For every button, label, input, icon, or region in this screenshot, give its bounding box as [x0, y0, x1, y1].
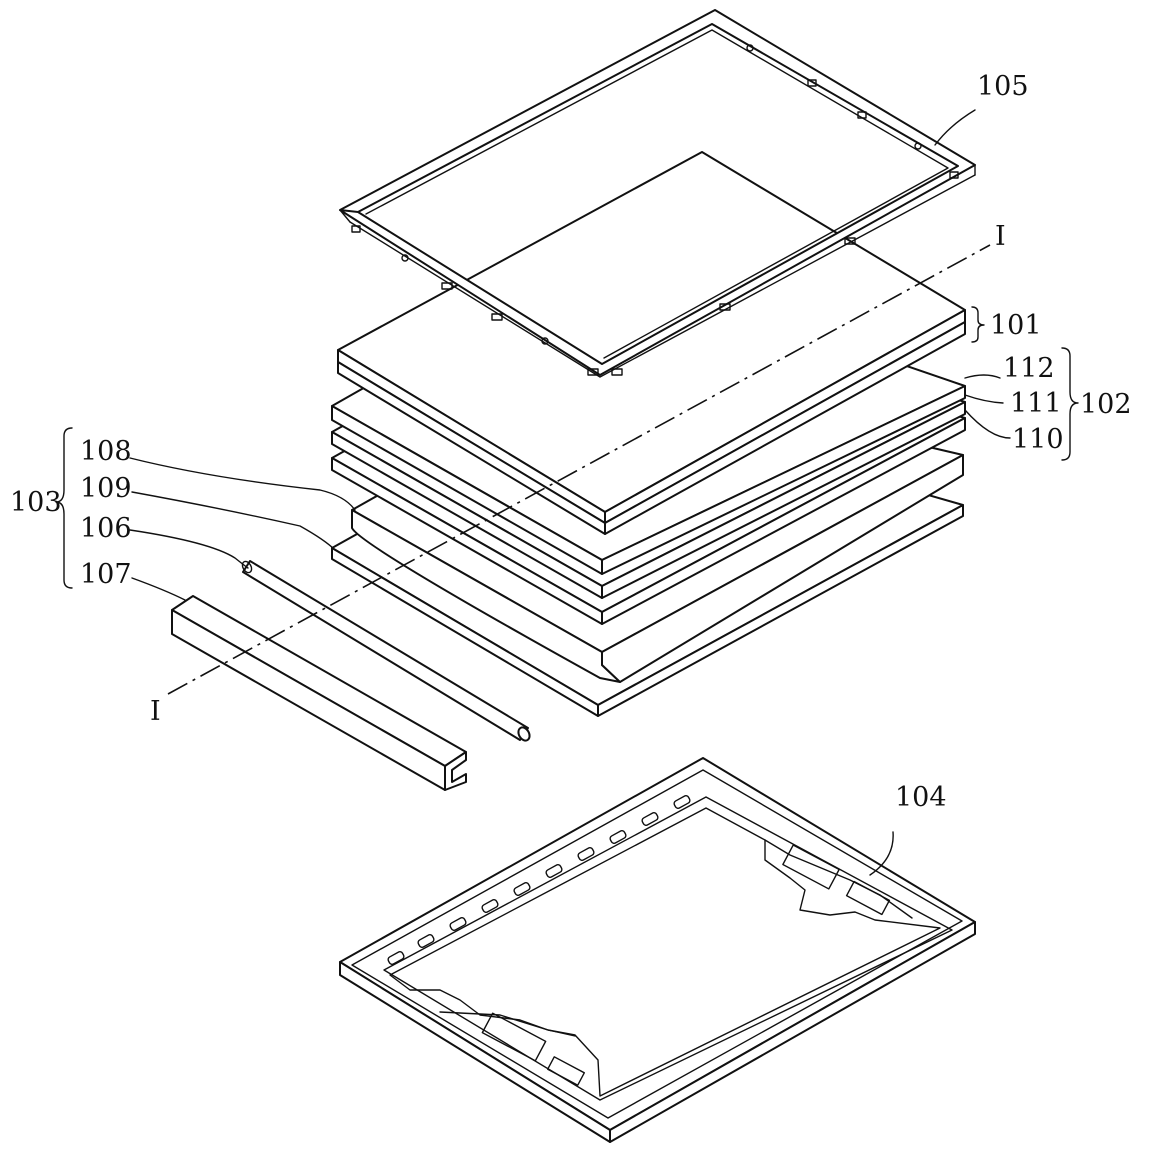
label-105: 105: [977, 71, 1029, 102]
label-111: 111: [1010, 388, 1062, 419]
bottom-cover-104: [340, 758, 975, 1142]
label-112: 112: [1003, 353, 1055, 384]
label-102: 102: [1080, 389, 1132, 420]
label-101: 101: [990, 310, 1042, 341]
label-107: 107: [80, 559, 132, 590]
label-108: 108: [80, 436, 132, 467]
label-110: 110: [1012, 424, 1064, 455]
label-104: 104: [895, 782, 947, 813]
label-106: 106: [80, 513, 132, 544]
label-103: 103: [10, 487, 62, 518]
label-section-bottom: I: [150, 696, 161, 727]
lamp-housing-107: [172, 596, 466, 790]
label-section-top: I: [995, 221, 1006, 252]
label-109: 109: [80, 473, 132, 504]
